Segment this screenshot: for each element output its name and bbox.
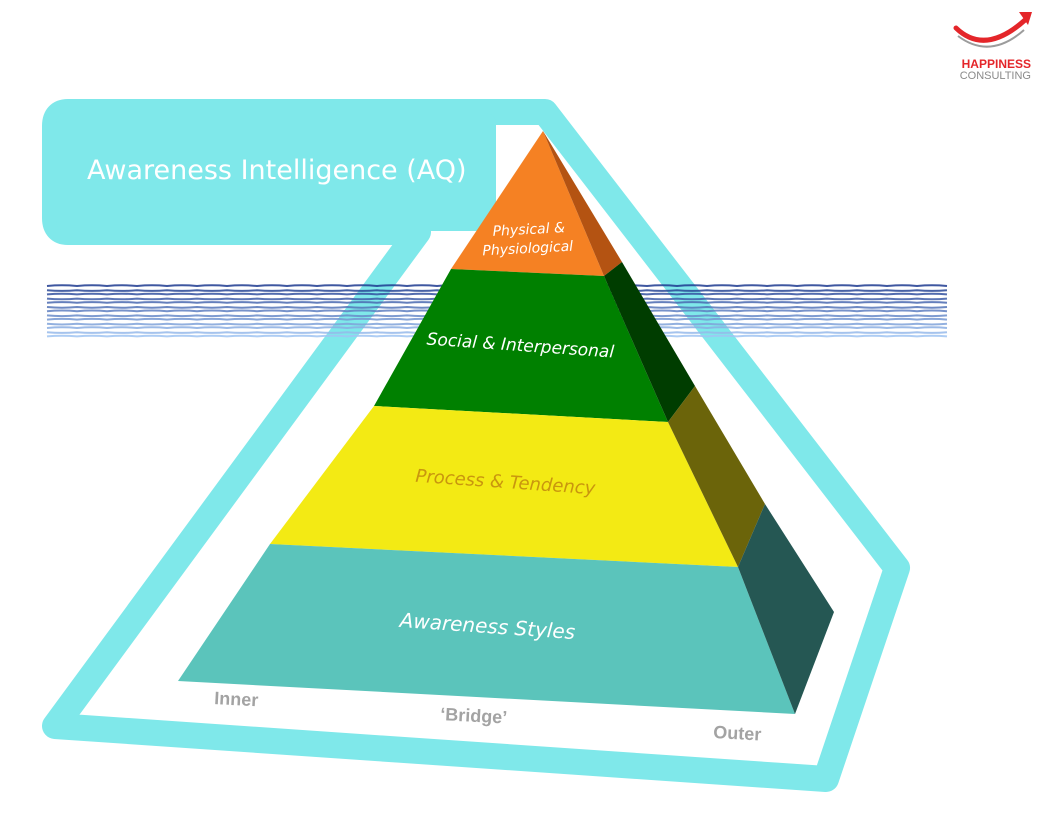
axis-inner-label: Inner [214,688,259,710]
layer-physical-side [543,131,622,276]
arrow-icon [1019,12,1032,25]
logo-line-2: CONSULTING [960,70,1031,82]
layer-physical-label-2: Physiological [482,239,574,260]
logo-line-1: HAPPINESS [962,57,1031,71]
axis-outer-label: Outer [713,722,762,744]
layer-physical-label: Physical & [492,220,565,240]
layer-social-front [374,269,668,422]
layer-social-side [604,262,695,422]
axis-bridge-label: ‘Bridge’ [440,704,508,727]
pyramid [178,131,834,714]
happiness-consulting-logo: HAPPINESS CONSULTING [953,12,1032,82]
layer-awareness-front [178,544,795,714]
frame [42,99,910,792]
swoosh-icon [953,17,1028,43]
diagram-title: Awareness Intelligence (AQ) [87,155,467,186]
layer-process-side [668,386,765,567]
layer-physical-front [451,131,604,276]
layer-awareness-side [738,504,834,714]
layer-process-front [270,406,738,567]
